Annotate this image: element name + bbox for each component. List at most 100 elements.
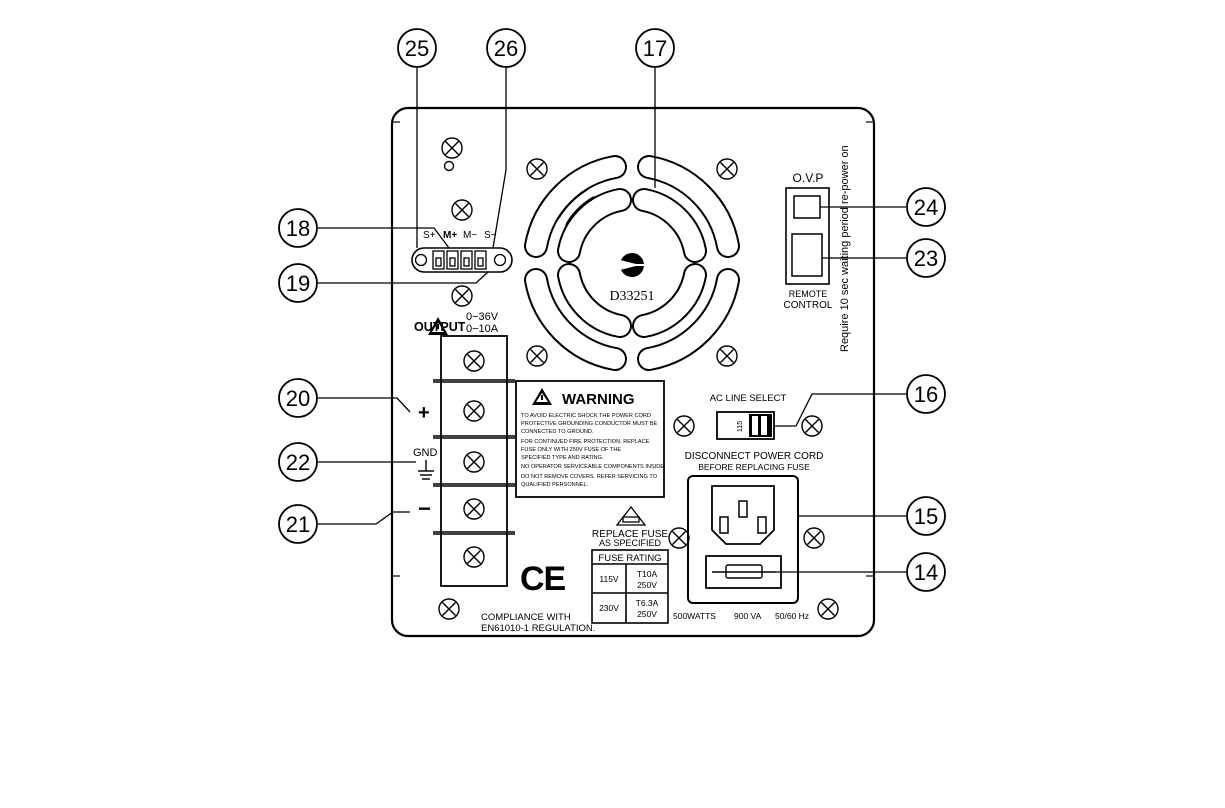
callout-17: 17: [643, 36, 667, 61]
output-label: OUTPUT: [414, 320, 466, 334]
callout-20: 20: [286, 386, 310, 411]
svg-text:PROTECTIVE GROUNDING CONDUCTOR: PROTECTIVE GROUNDING CONDUCTOR MUST BE: [521, 421, 657, 427]
warning-box: [515, 380, 665, 498]
indicator-hole: [443, 160, 455, 172]
ovp-adjust-button: [793, 195, 821, 219]
callout-22-circle: [278, 442, 318, 482]
callout-16: 16: [914, 382, 938, 407]
ac-line-select-label: AC LINE SELECT: [710, 393, 787, 404]
callout-23-circle: [906, 238, 946, 278]
terminal-label-m-minus: M−: [463, 230, 477, 241]
callout-21: 21: [286, 512, 310, 537]
fuse-rating-table: [591, 549, 669, 624]
panel-edge-notches: [392, 121, 874, 577]
fuse-row-1-voltage: 115V: [599, 574, 619, 584]
approval-mark-icon: [620, 253, 646, 277]
fuse-rating-title: FUSE RATING: [598, 553, 661, 564]
callout-21-circle: [278, 504, 318, 544]
callout-24-circle: [906, 187, 946, 227]
fuse-row-1-rating: 250V: [637, 580, 657, 590]
callout-16-circle: [906, 374, 946, 414]
panel-screws: [438, 137, 839, 620]
power-va: 900 VA: [734, 611, 762, 621]
callout-15: 15: [914, 504, 938, 529]
screw-icon: [801, 415, 823, 437]
callout-24: 24: [914, 195, 938, 220]
callout-19: 19: [286, 271, 310, 296]
callout-15-circle: [906, 496, 946, 536]
binding-post-screw-icon: [463, 400, 485, 422]
callout-18: 18: [286, 216, 310, 241]
binding-post-screw-icon: [463, 451, 485, 473]
leader-lines: [318, 68, 906, 573]
svg-text:DO NOT REMOVE COVERS. REFER SE: DO NOT REMOVE COVERS. REFER SERVICING TO: [521, 474, 658, 480]
remote-label-line2: CONTROL: [784, 300, 833, 311]
sense-terminal-block: [411, 247, 513, 273]
compliance-line2: EN61010-1 REGULATION.: [481, 623, 595, 634]
ovp-panel: [785, 187, 830, 285]
screw-icon: [526, 158, 548, 180]
warning-triangle-icon: [428, 317, 448, 335]
gnd-label: GND: [413, 447, 438, 459]
callout-26-circle: [486, 28, 526, 68]
binding-post-screw-icon: [463, 498, 485, 520]
callout-23: 23: [914, 246, 938, 271]
ac-inlet-housing: [687, 475, 799, 604]
terminal-label-s-plus: S+: [423, 230, 436, 241]
callout-20-circle: [278, 378, 318, 418]
svg-text:FOR CONTINUED FIRE PROTECTION.: FOR CONTINUED FIRE PROTECTION. REPLACE: [521, 439, 650, 445]
output-binding-posts: [433, 335, 515, 587]
fuse-row-2-fuse: T6.3A: [636, 598, 659, 608]
screw-icon: [451, 199, 473, 221]
fan-grille-slots: [524, 155, 728, 359]
power-frequency: 50/60 Hz: [775, 611, 809, 621]
ac-inlet-socket: [711, 485, 775, 545]
replace-fuse-line1: REPLACE FUSE: [592, 529, 668, 540]
output-current-range: 0−10A: [466, 323, 499, 335]
callout-25: 25: [405, 36, 429, 61]
warning-box-triangle-icon: [532, 388, 552, 405]
ac-line-select-value: 115: [737, 421, 744, 432]
output-voltage-range: 0−36V: [466, 311, 499, 323]
screw-icon: [716, 345, 738, 367]
inlet-pin-earth: [738, 500, 748, 518]
fuse-symbol-icon: [615, 505, 647, 526]
svg-text:SPECIFIED TYPE AND RATING.: SPECIFIED TYPE AND RATING.: [521, 455, 604, 461]
repower-waiting-note: Require 10 sec waiting period re-power o…: [839, 145, 851, 352]
svg-text:NO OPERATOR SERVICEABLE COMPON: NO OPERATOR SERVICEABLE COMPONENTS INSID…: [521, 464, 666, 470]
ground-symbol-icon: [418, 460, 434, 480]
callout-19-circle: [278, 263, 318, 303]
terminal-label-m-plus: M+: [443, 230, 457, 241]
warning-title: WARNING: [562, 391, 635, 408]
disconnect-notice-line2: BEFORE REPLACING FUSE: [698, 462, 810, 472]
callout-circles: [278, 28, 946, 592]
disconnect-notice-line1: DISCONNECT POWER CORD: [685, 451, 824, 462]
screw-icon: [441, 137, 463, 159]
svg-text:TO AVOID ELECTRIC SHOCK THE PO: TO AVOID ELECTRIC SHOCK THE POWER CORD: [521, 413, 651, 419]
ce-mark: CE: [520, 560, 566, 598]
fuse-row-1-fuse: T10A: [637, 569, 658, 579]
callout-numbers: 25 26 17 18 19 20 22 21 24 23 16 15 14: [286, 36, 938, 585]
warning-text: TO AVOID ELECTRIC SHOCK THE POWER CORD P…: [521, 413, 666, 488]
terminal-label-s-minus: S−: [484, 230, 497, 241]
compliance-line1: COMPLIANCE WITH: [481, 612, 571, 623]
callout-26: 26: [494, 36, 518, 61]
callout-14-circle: [906, 552, 946, 592]
callout-14: 14: [914, 560, 938, 585]
callout-25-circle: [397, 28, 437, 68]
ac-line-select-switch: [716, 411, 775, 440]
inlet-pin-live: [719, 516, 729, 534]
remote-label-line1: REMOTE: [789, 289, 828, 299]
svg-text:QUALIFIED PERSONNEL.: QUALIFIED PERSONNEL.: [521, 482, 589, 488]
svg-text:FUSE ONLY WITH 250V FUSE OF TH: FUSE ONLY WITH 250V FUSE OF THE: [521, 447, 621, 453]
ovp-label: O.V.P: [793, 171, 824, 185]
remote-control-connector: [791, 233, 823, 277]
screw-icon: [438, 598, 460, 620]
callout-18-circle: [278, 208, 318, 248]
screw-icon: [673, 415, 695, 437]
output-minus-label: −: [418, 496, 431, 521]
screw-icon: [668, 527, 690, 549]
screw-icon: [526, 345, 548, 367]
fuse-row-2-voltage: 230V: [599, 603, 619, 613]
